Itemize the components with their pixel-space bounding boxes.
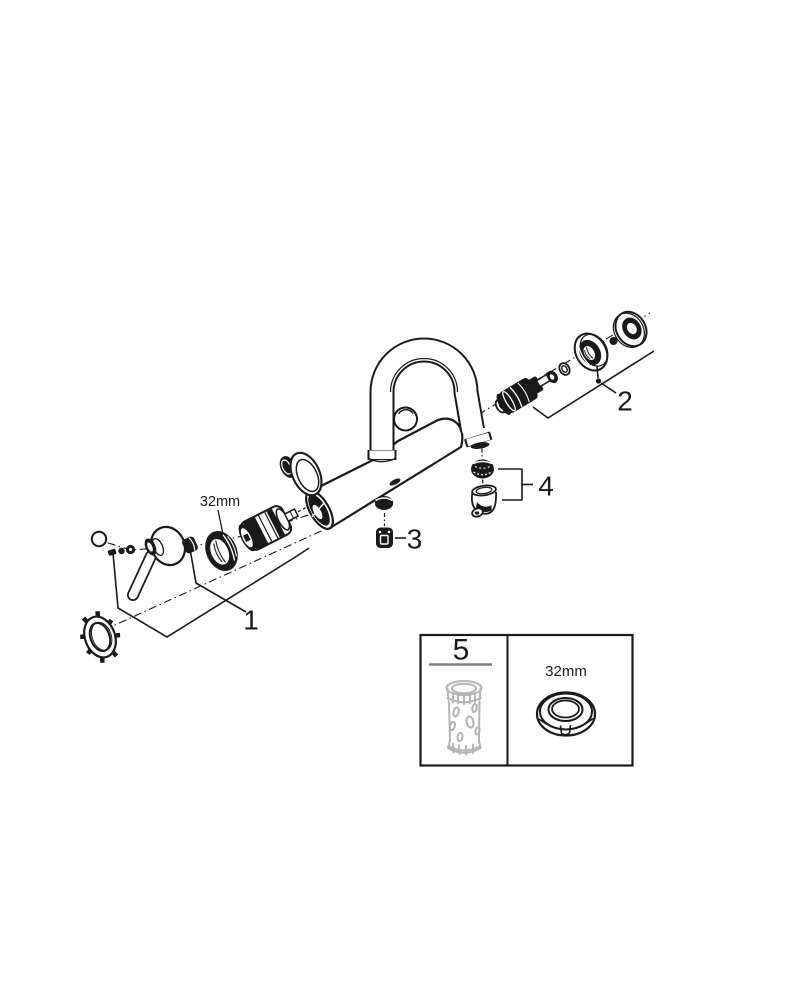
cartridge-service-tool [445, 680, 483, 756]
mousseur [471, 459, 494, 479]
handle-screw-set [107, 544, 136, 556]
mixer-cartridge [238, 505, 308, 552]
service-parts-box: 5 32mm [419, 634, 634, 767]
handle-nut [182, 536, 198, 554]
dimension-32mm-label: 32mm [200, 494, 240, 510]
callout-4-label: 4 [538, 471, 554, 502]
callout-1-label: 1 [243, 605, 259, 636]
gasket-dimension-label: 32mm [545, 663, 587, 680]
wall-union-boss [279, 451, 323, 497]
dimension-32mm: 32mm [200, 494, 240, 533]
ring-nut-32mm [205, 531, 238, 571]
callout-5-label: 5 [453, 634, 470, 667]
callout-2: 2 [532, 350, 655, 419]
callout-2-label: 2 [617, 386, 633, 417]
callout-1: 1 [112, 547, 310, 638]
handle-cap-plug [90, 530, 108, 548]
part-group-2: 2 [494, 310, 655, 419]
wall-escutcheon [80, 611, 121, 663]
spout-group [367, 337, 493, 463]
part-group-4: 4 [470, 448, 554, 518]
lever-handle [127, 525, 187, 601]
callout-4: 4 [498, 468, 554, 502]
check-valve-nut [376, 527, 393, 548]
gasket-32mm: 32mm [535, 663, 597, 737]
spout-base-collar [367, 450, 397, 463]
body-port-hole [389, 478, 401, 486]
callout-3-label: 3 [407, 524, 423, 555]
flow-guide-piece [470, 484, 497, 518]
spacer-ring [547, 370, 558, 384]
spout-outlet [464, 431, 493, 449]
body-cylinder [307, 417, 464, 530]
spout-union-nut [393, 406, 418, 432]
part-group-1: 32mm 1 [80, 494, 310, 663]
spout-tube-fill [371, 339, 484, 456]
o-ring [558, 362, 571, 376]
diverter-ring-nut [573, 332, 609, 372]
part-3-group: 3 [374, 496, 423, 555]
flange-screw [609, 337, 618, 345]
faucet-body-group [279, 406, 464, 530]
wall-flange [612, 310, 648, 349]
body-bottom-cap [374, 496, 394, 510]
